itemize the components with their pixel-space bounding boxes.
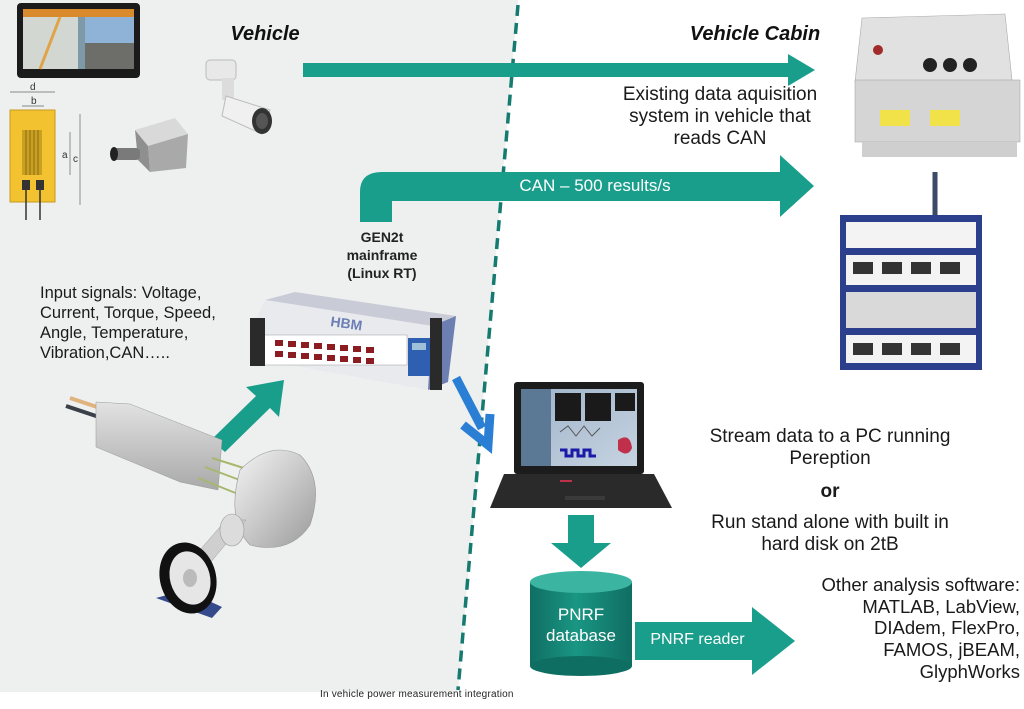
mainframe-label-line: mainframe xyxy=(346,247,418,264)
svg-text:c: c xyxy=(73,154,78,165)
accelerometer-image xyxy=(110,118,188,172)
mainframe-brand-logo: HBM xyxy=(330,313,364,333)
existing-daq-line: reads CAN xyxy=(673,128,767,150)
wheel-image xyxy=(156,542,222,618)
mainframe-label: GEN2t mainframe (Linux RT) xyxy=(332,228,432,283)
pnrf-reader-label: PNRF reader xyxy=(650,631,745,648)
other-software-line: MATLAB, LabView, xyxy=(862,595,1020,617)
other-software-label: Other analysis software: MATLAB, LabView… xyxy=(770,574,1020,682)
stream-label: Stream data to a PC running Pereption xyxy=(680,426,980,471)
input-signals-label: Input signals: Voltage, Current, Torque,… xyxy=(40,283,260,364)
other-software-line: GlyphWorks xyxy=(919,660,1020,682)
mainframe-label-line: (Linux RT) xyxy=(347,265,417,282)
gen2t-mainframe-image: HBM xyxy=(250,292,456,390)
can-arrow-label: CAN – 500 results/s xyxy=(519,176,671,195)
existing-daq-line: system in vehicle that xyxy=(629,106,811,128)
figure-caption: In vehicle power measurement integration xyxy=(320,689,514,700)
section-title-vehicle-cabin: Vehicle Cabin xyxy=(689,23,821,45)
mainframe-label-line: GEN2t xyxy=(360,229,404,245)
pnrf-database-icon xyxy=(530,571,632,676)
existing-daq-line: Existing data aquisition xyxy=(622,84,818,105)
standalone-label: Run stand alone with built in hard disk … xyxy=(680,512,980,557)
input-arrow xyxy=(211,380,284,452)
or-label: or xyxy=(820,481,840,502)
existing-daq-image xyxy=(854,13,1021,157)
laptop-image xyxy=(490,382,672,508)
existing-daq-label: Existing data aquisition system in vehic… xyxy=(598,84,842,150)
standalone-label-line: hard disk on 2tB xyxy=(761,534,899,556)
strain-gauge-image: d b a c xyxy=(9,82,81,220)
can-arrow xyxy=(360,155,814,222)
input-signals-line: Current, Torque, Speed, xyxy=(40,304,216,323)
input-signals-line: Angle, Temperature, xyxy=(40,324,189,343)
stream-arrow xyxy=(452,375,495,454)
svg-text:b: b xyxy=(31,96,37,107)
stream-label-line: Pereption xyxy=(789,448,871,470)
power-sensor-image xyxy=(65,396,251,495)
pnrf-database-label: PNRF database xyxy=(530,604,632,647)
input-signals-line: Vibration,CAN….. xyxy=(40,344,170,363)
other-software-line: FAMOS, jBEAM, xyxy=(883,638,1020,660)
can-daq-image xyxy=(840,215,982,370)
standalone-label-line: Run stand alone with built in xyxy=(711,512,949,533)
svg-text:d: d xyxy=(30,82,36,93)
svg-text:a: a xyxy=(62,150,68,161)
section-title-vehicle: Vehicle xyxy=(230,23,300,45)
gps-navigator-image xyxy=(17,3,140,78)
vehicle-cabin-divider xyxy=(456,4,520,691)
other-software-line: Other analysis software: xyxy=(821,574,1020,595)
top-arrow xyxy=(303,54,815,86)
other-software-line: DIAdem, FlexPro, xyxy=(874,617,1020,639)
stream-label-line: Stream data to a PC running xyxy=(709,426,951,447)
pnrf-database-line: database xyxy=(546,626,616,646)
camera-image xyxy=(205,59,272,135)
pnrf-reader-arrow xyxy=(635,607,795,675)
input-signals-line: Input signals: Voltage, xyxy=(40,284,202,302)
down-arrow xyxy=(551,515,611,568)
pnrf-database-line: PNRF xyxy=(557,605,605,624)
